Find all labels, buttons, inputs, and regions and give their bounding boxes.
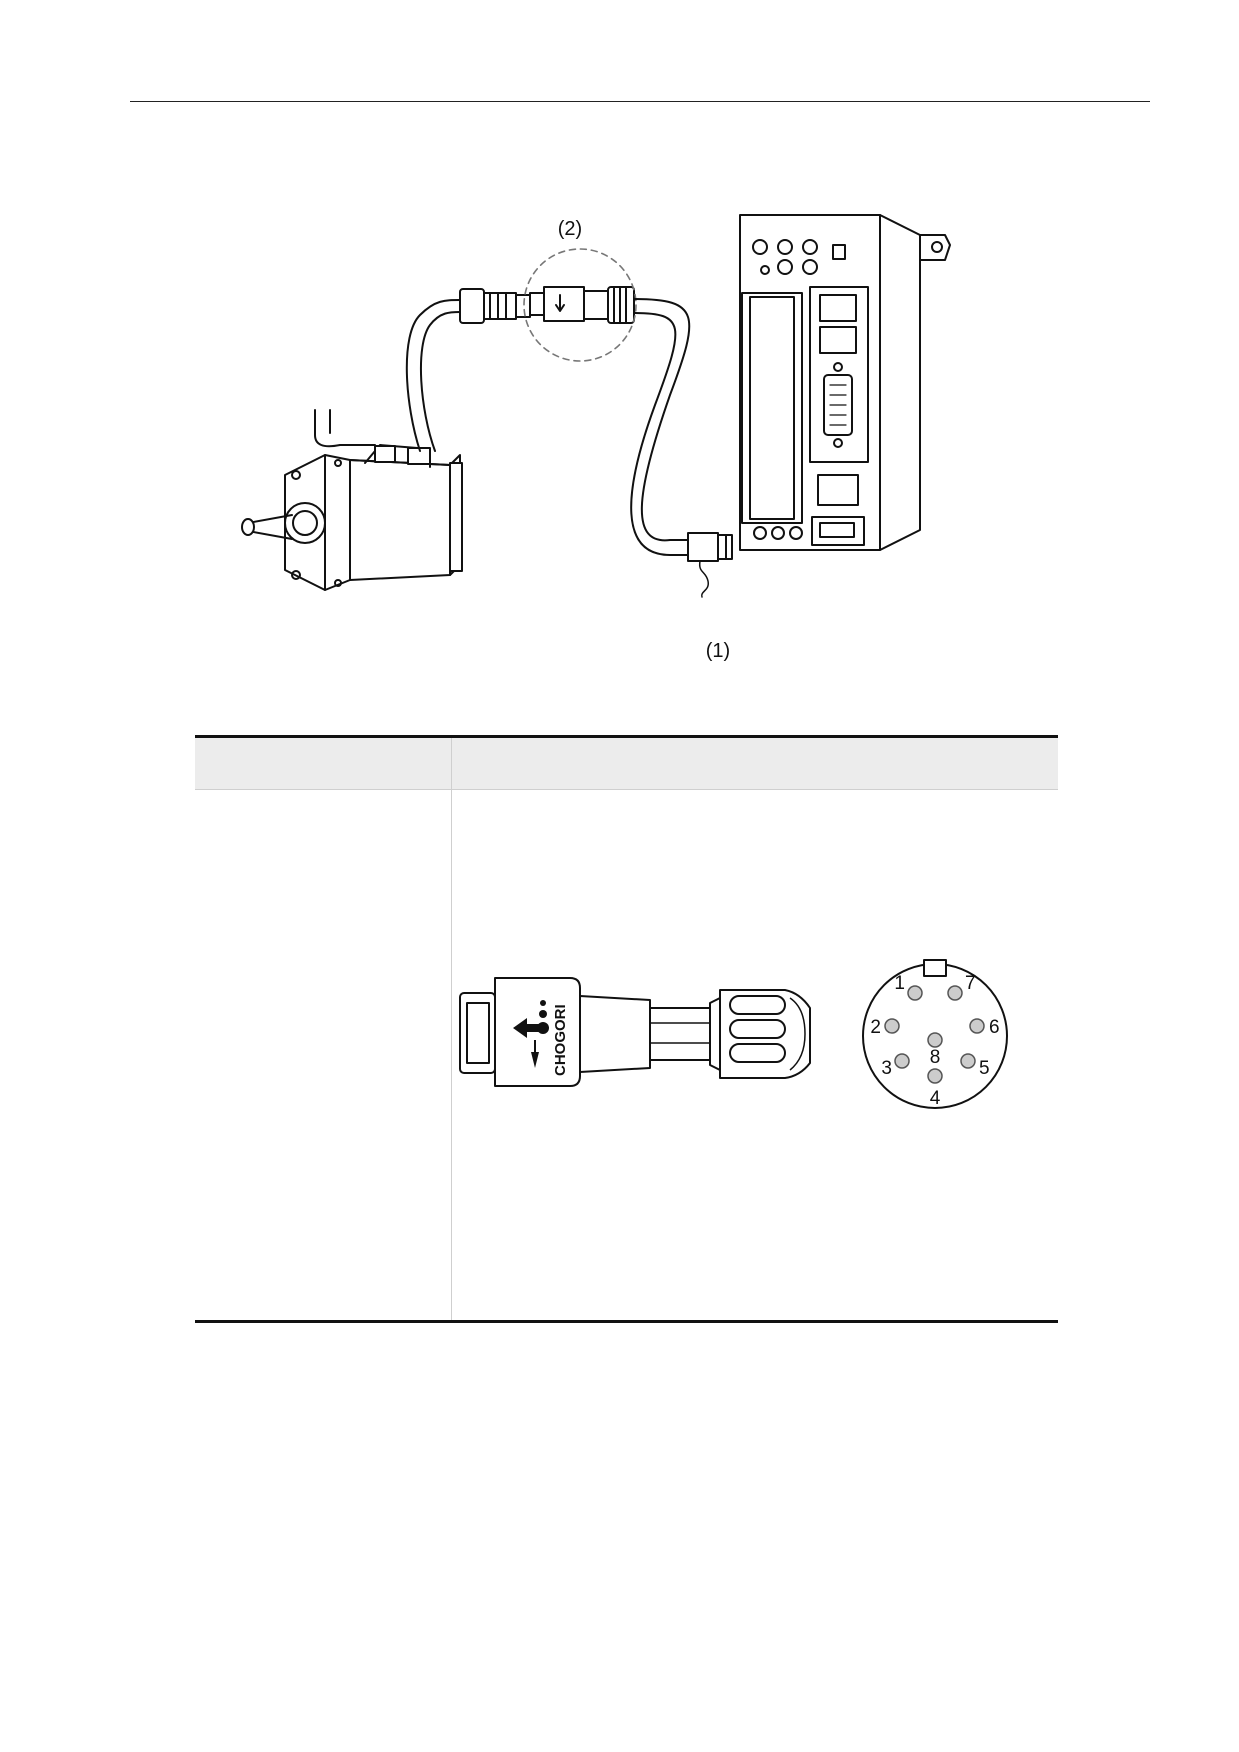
column-divider (451, 738, 452, 1320)
callout-2-label: (2) (558, 218, 582, 240)
header-rule (130, 101, 1150, 102)
connector-pin-face (862, 959, 1008, 1109)
chogori-brand-text: CHOGORI (552, 1004, 569, 1076)
callout-1-label: (1) (706, 640, 730, 662)
pin-label-4: 4 (930, 1088, 941, 1109)
chogori-logo-icon (513, 1000, 549, 1068)
connector-figure: CHOGORI 1 2 3 4 5 6 7 8 (459, 959, 1008, 1109)
pin-label-5: 5 (979, 1058, 990, 1079)
servo-motor-illustration (241, 409, 463, 591)
pin-label-7: 7 (965, 973, 976, 994)
pin-label-3: 3 (881, 1058, 892, 1079)
pin-label-1: 1 (894, 973, 905, 994)
motor-side-connector (459, 288, 531, 324)
mating-connector (529, 286, 635, 324)
servo-drive-illustration (739, 214, 951, 551)
pin-label-6: 6 (989, 1017, 1000, 1038)
wiring-diagram: (2) (1) (241, 214, 951, 662)
pin-label-8: 8 (930, 1047, 941, 1068)
drive-side-connector (687, 532, 733, 562)
table-header-row (195, 738, 1058, 790)
connector-side-view (459, 977, 811, 1087)
spec-table: CHOGORI 1 2 3 4 5 6 7 8 (195, 735, 1058, 1323)
pin-label-2: 2 (870, 1017, 881, 1038)
